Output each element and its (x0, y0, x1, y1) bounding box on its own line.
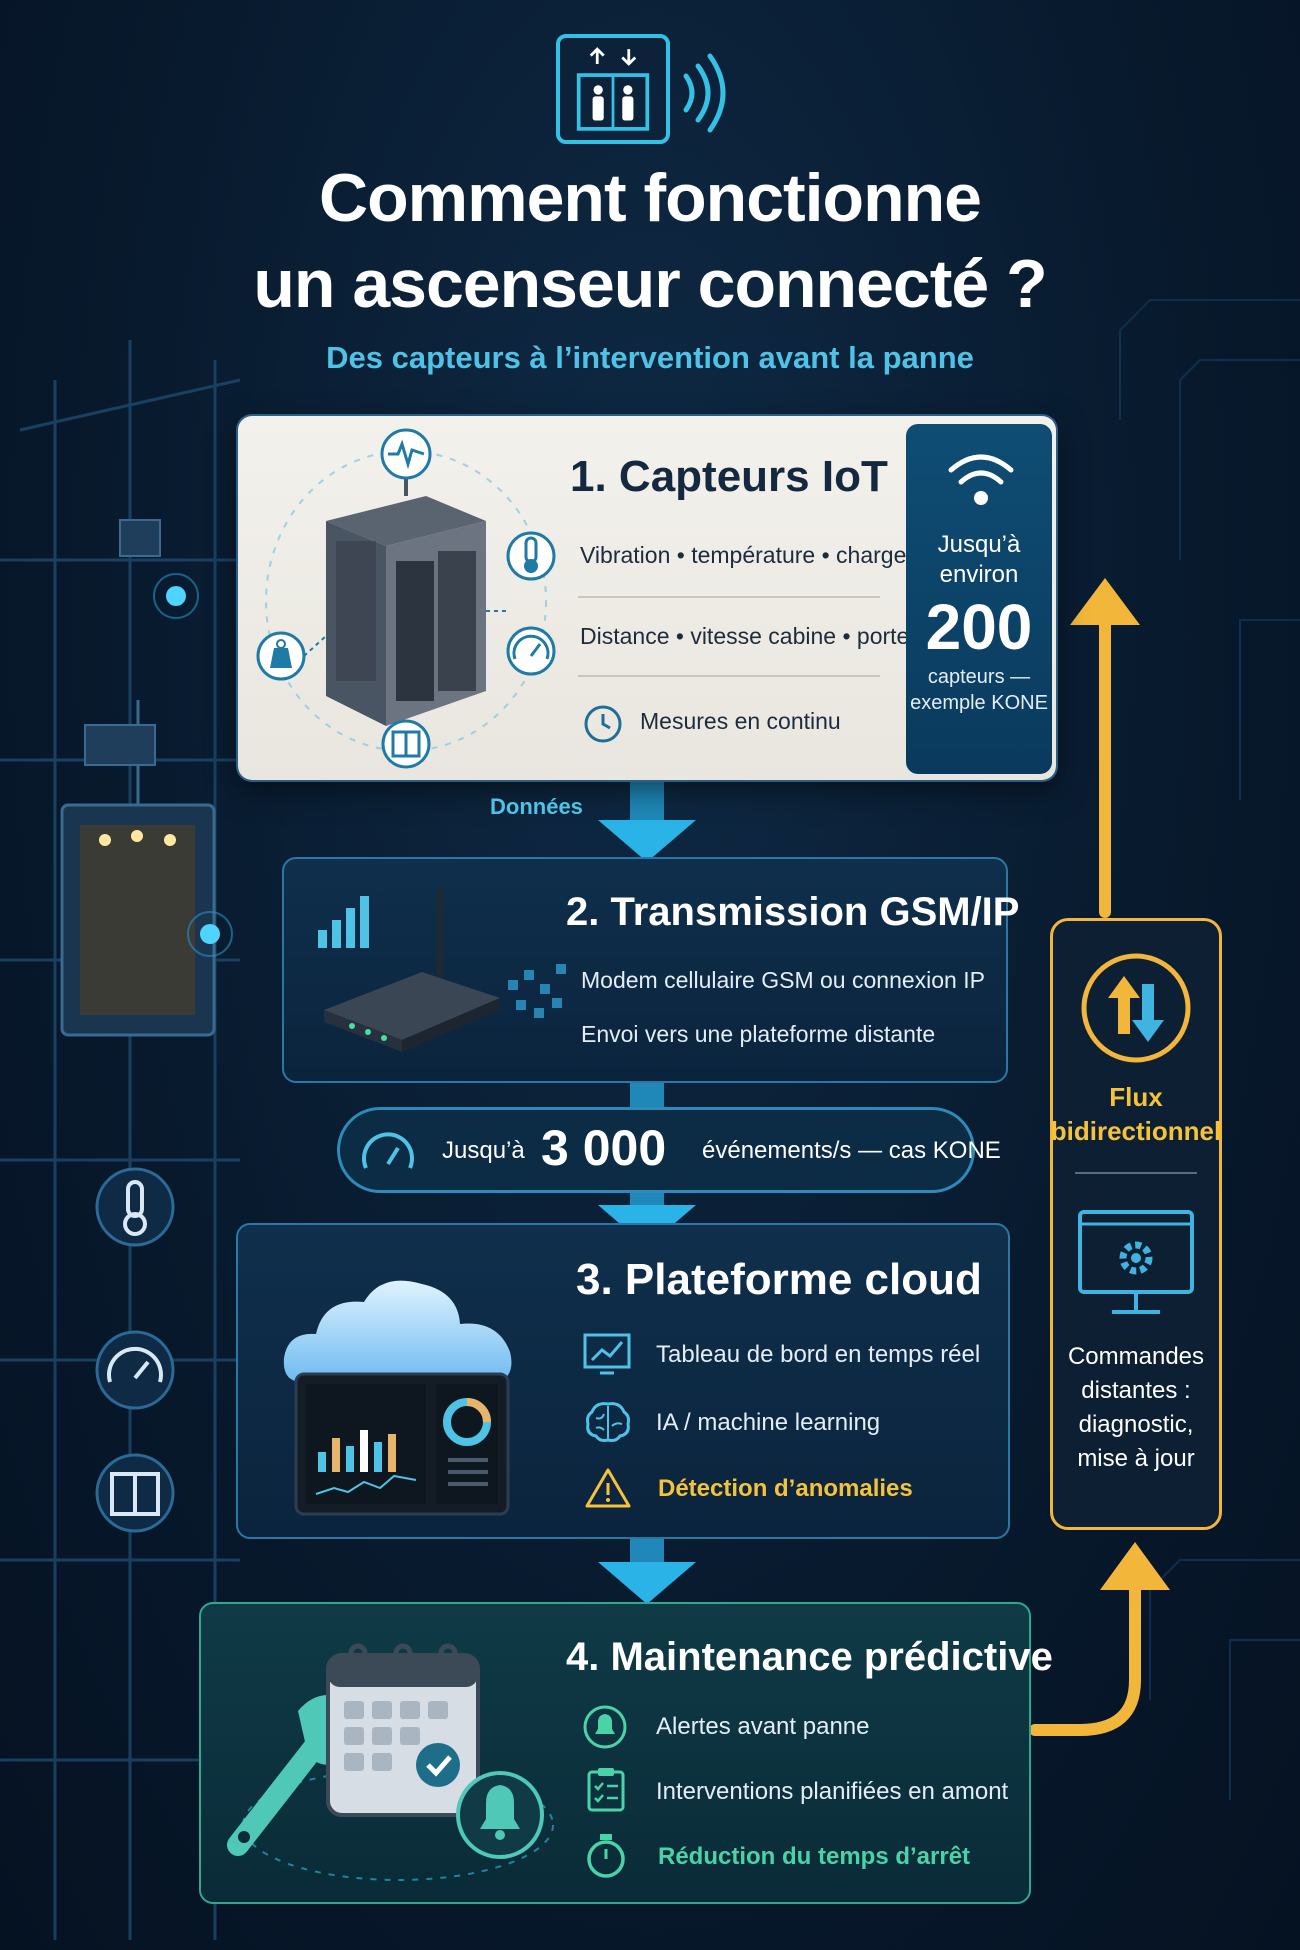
sensor-count-panel (906, 424, 1052, 774)
elevator-icon (556, 34, 670, 144)
sensor-count-number: 200 (925, 591, 1033, 663)
elevator-cabin-illustration (60, 519, 216, 1037)
clock-icon (584, 705, 622, 743)
wifi-icon (948, 454, 1014, 505)
step4-row3: Réduction du temps d’arrêt (658, 1843, 971, 1870)
divider (578, 675, 880, 677)
signal-bars-icon (318, 896, 369, 948)
warning-icon (585, 1468, 631, 1508)
bell-icon (583, 1705, 627, 1749)
maintenance-illustration (227, 1643, 554, 1881)
step4-row2: Interventions planifiées en amont (656, 1778, 1009, 1805)
remote-commands-text: Commandes distantes : diagnostic, mise à… (1067, 1343, 1205, 1472)
gauge-icon (506, 626, 556, 676)
step1-title: 1. Capteurs IoT (570, 452, 888, 501)
sensor-count-suffix: capteurs — exemple KONE (910, 666, 1048, 714)
step3-row1: Tableau de bord en temps réel (656, 1341, 981, 1368)
step3-row2: IA / machine learning (656, 1409, 881, 1436)
flow-label-data: Données (490, 794, 583, 819)
door-icon (381, 719, 431, 769)
page-subtitle: Des capteurs à l’intervention avant la p… (326, 340, 974, 375)
events-suffix: événements/s — cas KONE (702, 1137, 1001, 1164)
checklist-icon (587, 1768, 625, 1812)
step2-line1: Modem cellulaire GSM ou connexion IP (581, 967, 985, 993)
events-number: 3 000 (541, 1120, 667, 1176)
step1-sensors-row1: Vibration • température • charge (580, 542, 907, 568)
step3-row3: Détection d’anomalies (658, 1475, 913, 1502)
events-rate-pill (337, 1107, 975, 1193)
divider (578, 596, 880, 598)
shaft-gauge-icon (95, 1330, 175, 1410)
stopwatch-icon (587, 1834, 625, 1878)
monitor-gear-icon (1078, 1210, 1194, 1314)
shaft-thermometer-icon (95, 1167, 175, 1247)
dashboard-icon (294, 1372, 510, 1516)
flow-arrows (598, 780, 696, 1604)
bidirectional-arrows-icon (1081, 953, 1191, 1063)
router-icon (318, 888, 566, 1052)
step2-line2: Envoi vers une plateforme distante (581, 1021, 936, 1047)
step3-title: 3. Plateforme cloud (576, 1255, 982, 1304)
feedback-arrows (1029, 614, 1141, 1736)
step4-title: 4. Maintenance prédictive (566, 1635, 1053, 1679)
calendar-icon (326, 1643, 480, 1817)
bidirectional-flow-title: Flux bidirectionnel (1050, 1082, 1222, 1146)
signal-waves-icon (683, 53, 726, 133)
gauge-icon (362, 1132, 414, 1169)
cloud-icon (283, 1280, 512, 1516)
shaft-door-icon (95, 1453, 175, 1533)
sensor-count-prefix: Jusqu’à environ (937, 531, 1021, 588)
step1-continuous: Mesures en continu (640, 708, 841, 734)
bell-icon (456, 1771, 544, 1859)
divider (1075, 1172, 1197, 1174)
events-prefix: Jusqu’à (442, 1137, 525, 1164)
step4-row1: Alertes avant panne (656, 1713, 870, 1740)
weight-icon (256, 631, 306, 681)
thermometer-icon (506, 531, 556, 581)
step2-title: 2. Transmission GSM/IP (566, 890, 1020, 934)
step2-card (282, 857, 1008, 1083)
sensor-cabin-illustration (256, 428, 556, 769)
chart-icon (583, 1333, 631, 1375)
step1-sensors-row2: Distance • vitesse cabine • portes (580, 623, 921, 649)
page-title: Comment fonctionne un ascenseur connecté… (253, 160, 1047, 322)
heartbeat-icon (380, 428, 432, 480)
brain-icon (586, 1402, 630, 1442)
